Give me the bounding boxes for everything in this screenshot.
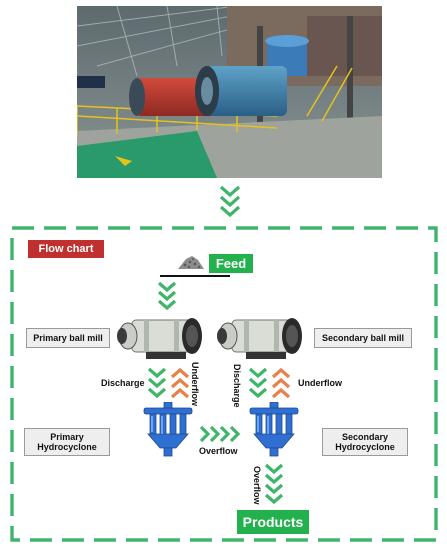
primary-hydrocyclone-label: Primary Hydrocyclone <box>24 428 110 456</box>
feed-box: Feed <box>209 254 253 273</box>
flow-chart-frame <box>10 226 438 542</box>
products-box: Products <box>237 510 309 534</box>
feed-down-arrow <box>157 281 177 311</box>
primary-hydrocyclone-icon <box>143 402 193 457</box>
secondary-discharge-arrow <box>248 367 268 399</box>
plant-photo <box>77 6 382 178</box>
ore-pile-icon <box>178 256 204 269</box>
primary-ball-mill-label: Primary ball mill <box>26 328 110 348</box>
secondary-underflow-label: Underflow <box>298 378 342 388</box>
secondary-hydrocyclone-label: Secondary Hydrocyclone <box>322 428 408 456</box>
secondary-discharge-label: Discharge <box>232 364 242 408</box>
photo-to-chart-arrow <box>219 185 241 218</box>
secondary-ball-mill-label: Secondary ball mill <box>314 328 412 348</box>
secondary-underflow-arrow <box>271 367 291 399</box>
primary-discharge-arrow <box>147 367 167 399</box>
primary-discharge-label: Discharge <box>101 378 145 388</box>
primary-ball-mill-icon <box>117 318 202 359</box>
flow-chart-title: Flow chart <box>28 240 104 258</box>
secondary-hydrocyclone-icon <box>249 402 299 457</box>
primary-underflow-label: Underflow <box>190 362 200 406</box>
overflow-bottom-label: Overflow <box>252 466 262 505</box>
primary-underflow-arrow <box>170 367 190 399</box>
feed-platform <box>160 275 230 277</box>
overflow-right-arrow <box>199 425 241 443</box>
overflow-down-arrow <box>264 463 284 505</box>
overflow-middle-label: Overflow <box>199 446 238 456</box>
secondary-ball-mill-icon <box>217 318 302 359</box>
